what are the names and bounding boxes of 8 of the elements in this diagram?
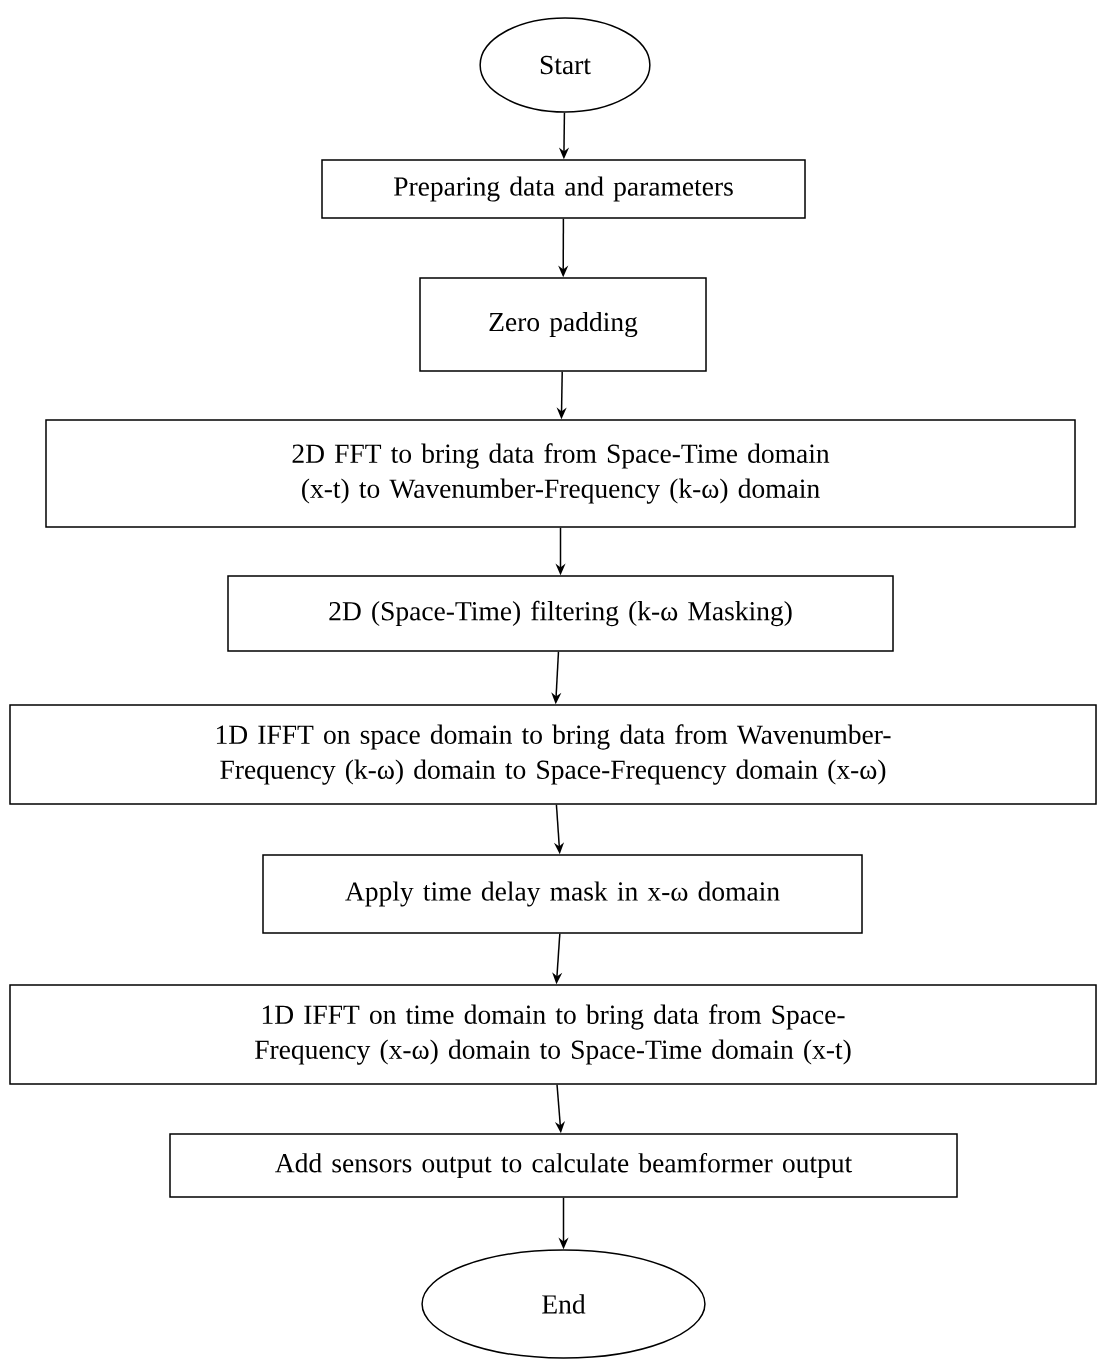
process-box: 1D IFFT on time domain to bring data from Space-Frequency (x-ω) domain to Space-Time domain (x-t) bbox=[9, 984, 1097, 1085]
process-box: Add sensors output to calculate beamformer output bbox=[169, 1133, 958, 1198]
process-box: Zero padding bbox=[419, 277, 707, 372]
process-box: 2D (Space-Time) filtering (k-ω Masking) bbox=[227, 575, 894, 652]
process-box: 2D FFT to bring data from Space-Time domain (x-t) to Wavenumber-Frequency (k-ω) domain bbox=[45, 419, 1076, 528]
process-box: Preparing data and parameters bbox=[321, 159, 806, 219]
process-box: 1D IFFT on space domain to bring data from Wavenumber-Frequency (k-ω) domain to Space-Frequency domain (x-ω) bbox=[9, 704, 1097, 805]
process-box: Apply time delay mask in x-ω domain bbox=[262, 854, 863, 934]
